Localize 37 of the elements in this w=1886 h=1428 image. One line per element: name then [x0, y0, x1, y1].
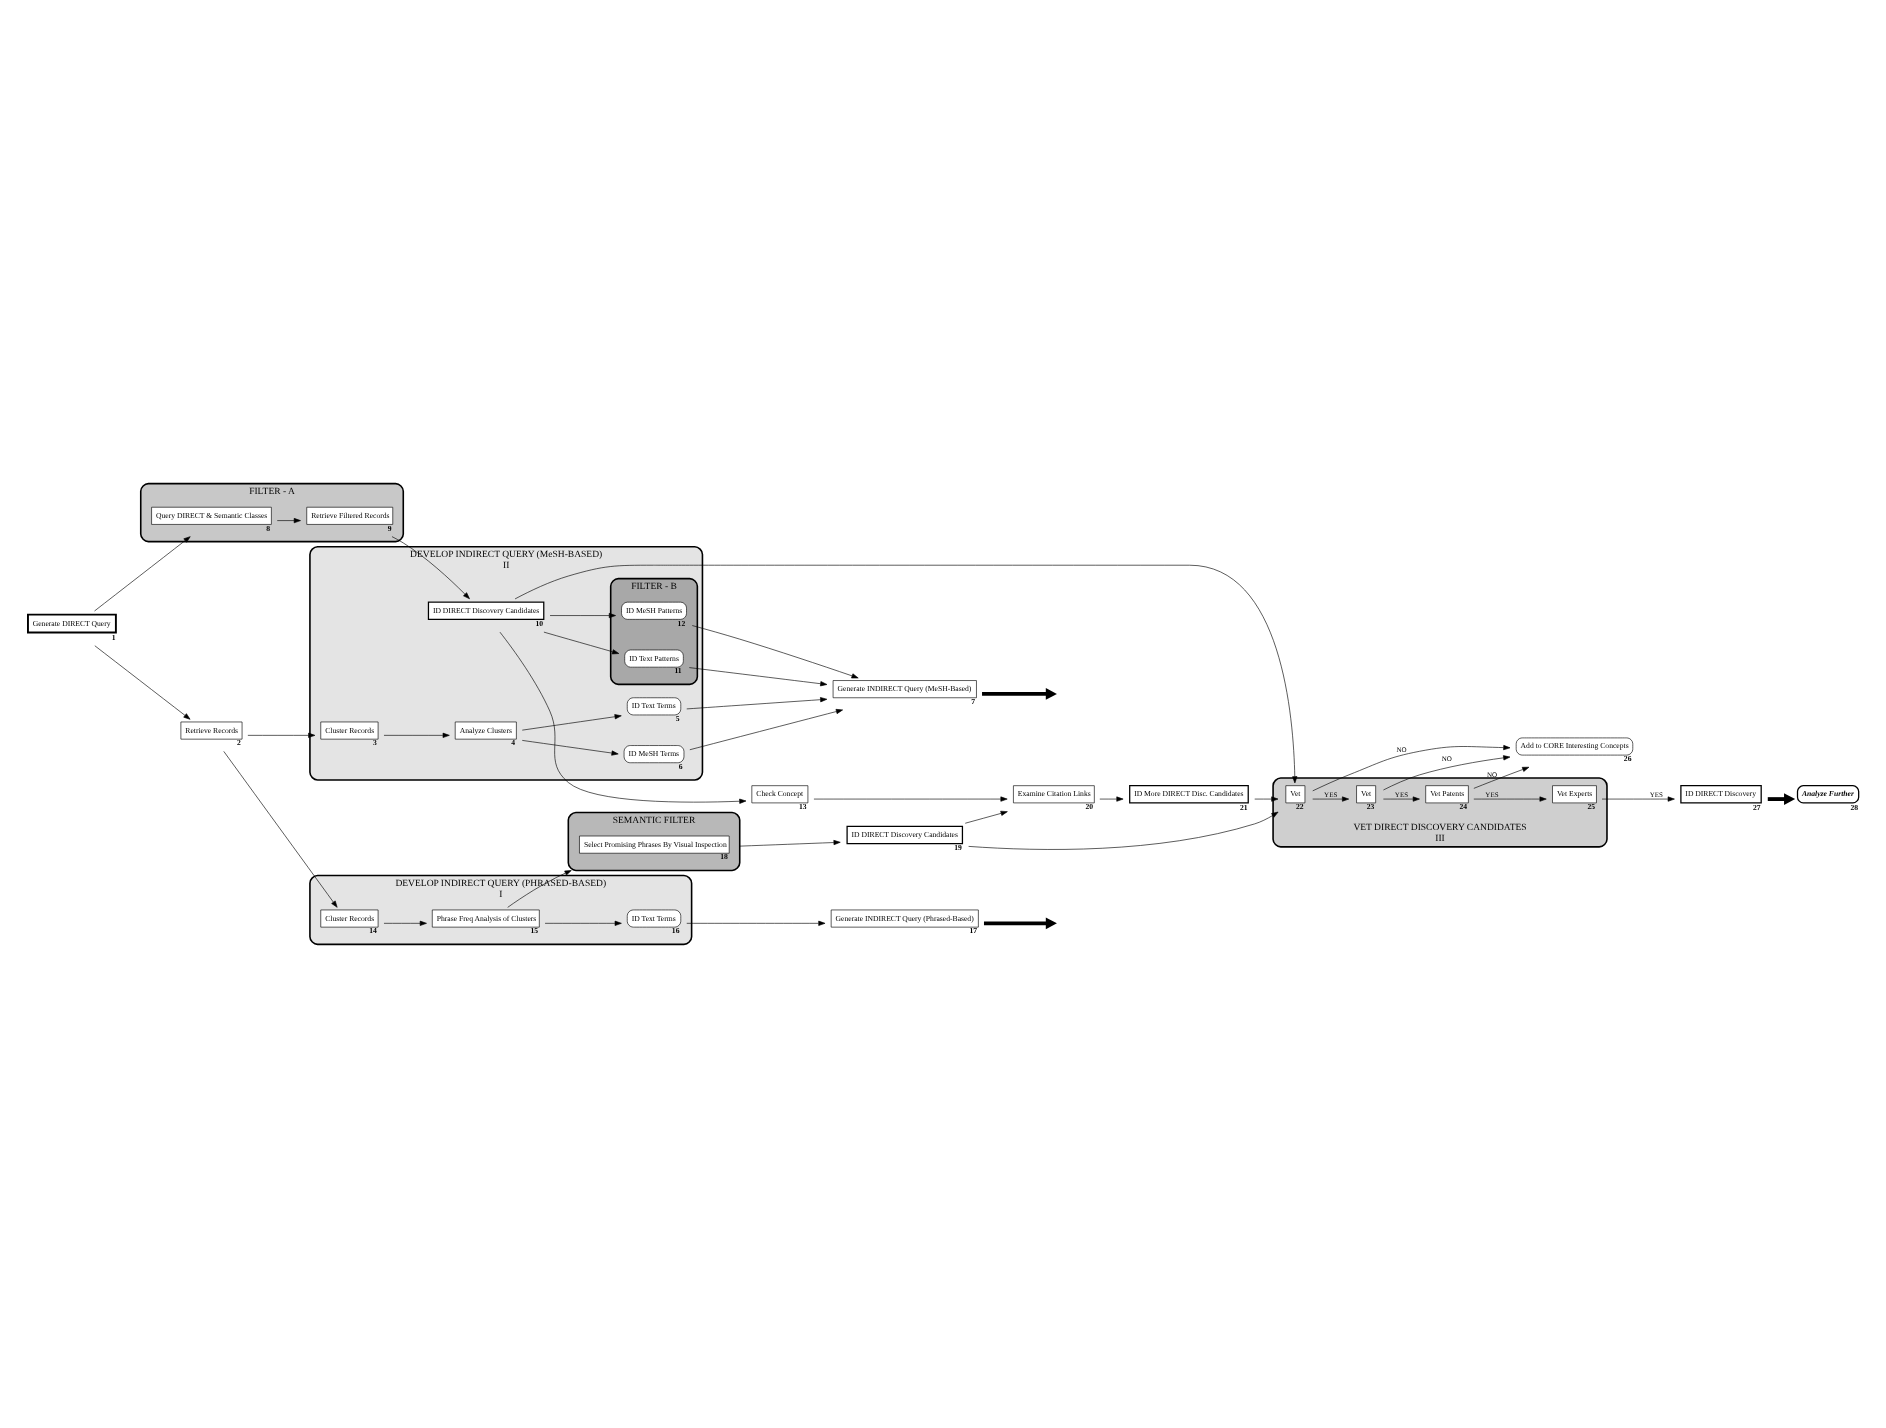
arrow: [964, 810, 1008, 824]
arrow: [94, 645, 191, 720]
arrow: [514, 564, 1298, 784]
arrow: [391, 536, 470, 600]
arrow: [507, 870, 572, 908]
arrow: [521, 740, 619, 756]
arrow: [499, 631, 747, 804]
arrow: [544, 920, 622, 926]
arrow: [1473, 796, 1547, 802]
arrow: [543, 631, 620, 655]
arrow: [247, 732, 316, 738]
arrow: [686, 920, 826, 926]
arrow: [1312, 745, 1511, 792]
arrow: [686, 697, 828, 710]
arrow: [1312, 796, 1350, 802]
arrow: [982, 688, 1057, 700]
arrow: [968, 811, 1279, 850]
arrow: [1383, 796, 1420, 802]
arrow: [1099, 796, 1124, 802]
arrow: [1473, 766, 1530, 789]
arrow: [383, 732, 450, 738]
arrow: [549, 613, 616, 619]
arrow: [521, 714, 622, 731]
arrow: [94, 536, 191, 612]
arrow: [689, 667, 828, 687]
arrow: [984, 917, 1057, 930]
arrow: [383, 920, 427, 926]
arrow: [276, 518, 301, 524]
arrow: [1254, 796, 1279, 802]
arrow: [223, 751, 338, 908]
arrow: [691, 625, 859, 679]
arrow: [689, 709, 843, 751]
arrow: [1383, 755, 1511, 791]
arrow: [739, 839, 841, 847]
arrow: [813, 796, 1008, 802]
arrow: [1767, 793, 1796, 805]
arrow: [1601, 796, 1675, 802]
